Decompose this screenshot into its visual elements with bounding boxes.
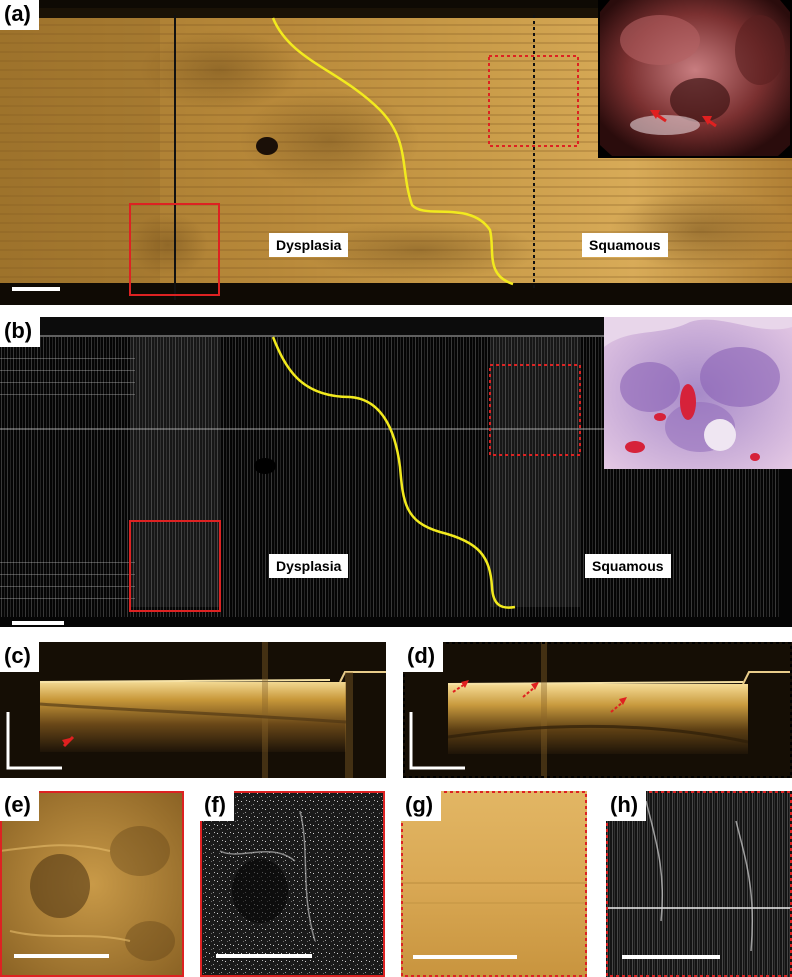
panel-e-image [0, 791, 184, 977]
region-label-dysplasia: Dysplasia [269, 554, 349, 578]
panel-g-image [401, 791, 587, 977]
panel-c: (c) [0, 642, 386, 778]
panel-a: (a) Dysplasia Squamous [0, 0, 792, 305]
panel-a-label: (a) [0, 0, 39, 30]
panel-c-image [0, 642, 386, 778]
panel-e: (e) [0, 791, 184, 977]
panel-b: (b) Dysplasia Squamous [0, 317, 792, 627]
panel-f-image [200, 791, 385, 977]
region-label-squamous: Squamous [585, 554, 671, 578]
region-label-squamous: Squamous [582, 233, 668, 257]
panel-f: (f) [200, 791, 385, 977]
panel-d-image [403, 642, 792, 778]
panel-h: (h) [606, 791, 792, 977]
panel-c-label: (c) [0, 642, 39, 672]
panel-g: (g) [401, 791, 587, 977]
panel-f-label: (f) [200, 791, 234, 821]
panel-b-image [0, 317, 792, 627]
panel-g-label: (g) [401, 791, 442, 821]
panel-h-label: (h) [606, 791, 647, 821]
panel-h-image [606, 791, 792, 977]
panel-b-label: (b) [0, 317, 41, 347]
panel-a-image [0, 0, 792, 305]
panel-d-label: (d) [403, 642, 444, 672]
region-label-dysplasia: Dysplasia [269, 233, 349, 257]
panel-e-label: (e) [0, 791, 39, 821]
panel-d: (d) [403, 642, 792, 778]
